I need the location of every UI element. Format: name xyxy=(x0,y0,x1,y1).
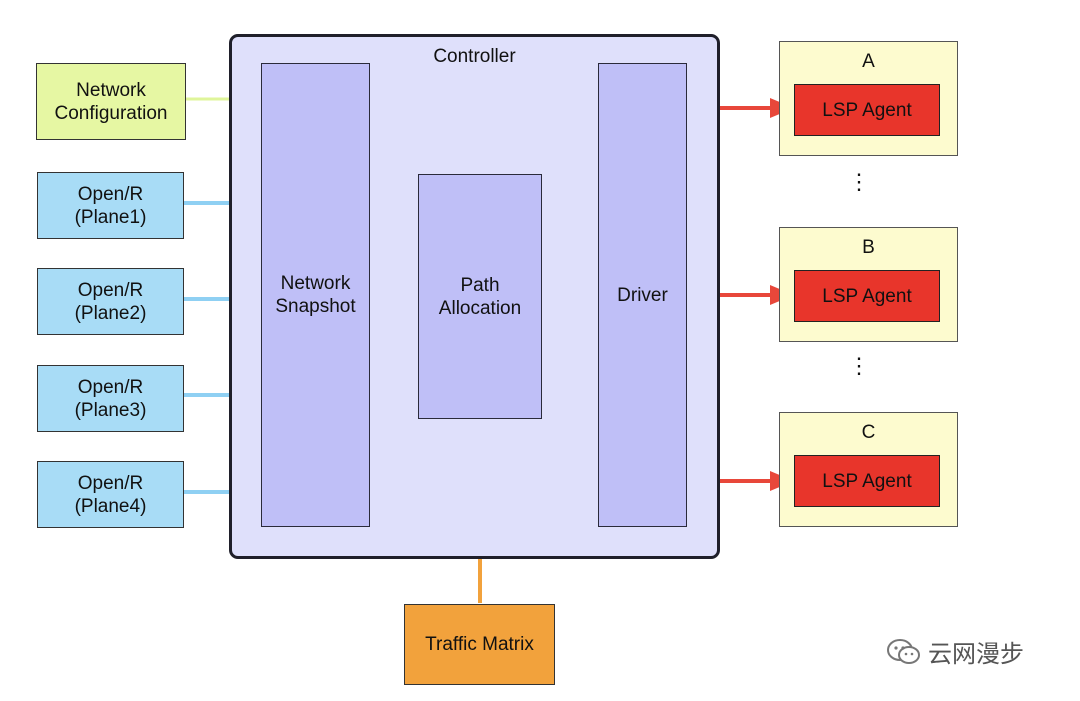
router-a-box: A LSP Agent xyxy=(779,41,958,156)
openr-plane1-line2: (Plane1) xyxy=(74,206,147,228)
wechat-icon xyxy=(886,638,922,666)
openr-plane2-line1: Open/R xyxy=(77,279,144,301)
ellipsis-b-c: ⋮ xyxy=(848,353,870,378)
path-allocation-line2: Allocation xyxy=(438,297,522,319)
openr-plane3-line1: Open/R xyxy=(77,376,144,398)
ellipsis-a-b: ⋮ xyxy=(848,169,870,194)
router-b-name: B xyxy=(862,237,875,258)
network-snapshot-box: Network Snapshot xyxy=(261,63,370,527)
openr-plane1-box: Open/R (Plane1) xyxy=(37,172,184,239)
controller-title: Controller xyxy=(433,46,516,67)
openr-plane2-line2: (Plane2) xyxy=(74,302,147,324)
path-allocation-line1: Path xyxy=(460,274,500,296)
traffic-matrix-box: Traffic Matrix xyxy=(404,604,555,685)
openr-plane3-line2: (Plane3) xyxy=(74,399,147,421)
network-configuration-line1: Network xyxy=(76,79,146,101)
openr-plane3-box: Open/R (Plane3) xyxy=(37,365,184,432)
openr-plane1-line1: Open/R xyxy=(77,183,144,205)
openr-plane4-line2: (Plane4) xyxy=(74,495,147,517)
driver-label: Driver xyxy=(617,284,668,306)
openr-plane4-line1: Open/R xyxy=(77,472,144,494)
router-a-name: A xyxy=(862,51,875,72)
network-configuration-line2: Configuration xyxy=(54,102,168,124)
traffic-matrix-label: Traffic Matrix xyxy=(425,634,534,655)
router-a-lsp-agent: LSP Agent xyxy=(794,84,940,136)
router-c-box: C LSP Agent xyxy=(779,412,958,527)
watermark-text: 云网漫步 xyxy=(928,641,1024,668)
router-b-box: B LSP Agent xyxy=(779,227,958,342)
network-snapshot-line2: Snapshot xyxy=(275,296,356,317)
driver-box: Driver xyxy=(598,63,687,527)
openr-plane4-box: Open/R (Plane4) xyxy=(37,461,184,528)
network-snapshot-line1: Network xyxy=(280,273,351,294)
network-configuration-box: Network Configuration xyxy=(36,63,186,140)
router-c-lsp-agent: LSP Agent xyxy=(794,455,940,507)
router-b-lsp-agent: LSP Agent xyxy=(794,270,940,322)
path-allocation-box: Path Allocation xyxy=(418,174,542,419)
watermark: 云网漫步 xyxy=(886,634,1024,669)
openr-plane2-box: Open/R (Plane2) xyxy=(37,268,184,335)
router-c-name: C xyxy=(861,422,876,443)
